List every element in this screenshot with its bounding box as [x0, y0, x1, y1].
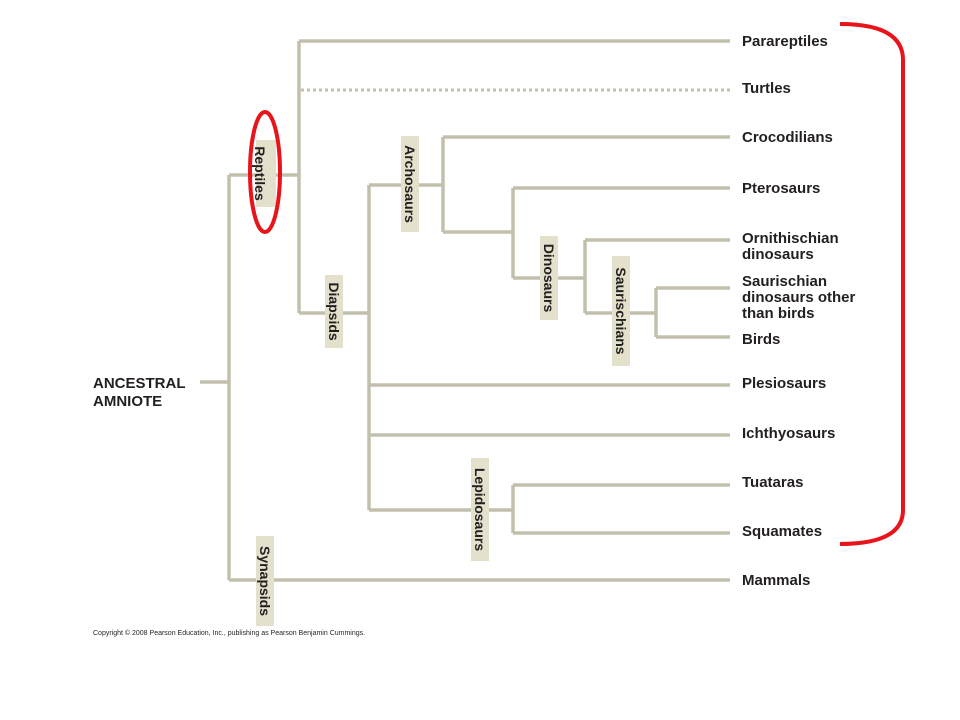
taxon-turtles: Turtles [742, 80, 791, 97]
clade-diapsids-label: Diapsids [326, 282, 342, 341]
taxon-saurischian-line3: than birds [742, 305, 815, 322]
taxon-saurischian: Saurischian dinosaurs other than birds [742, 273, 860, 322]
taxon-plesiosaurs-line1: Plesiosaurs [742, 375, 826, 392]
clade-dinosaurs-label: Dinosaurs [541, 244, 557, 313]
taxon-tuataras: Tuataras [742, 474, 803, 491]
clade-dinosaurs-bg [540, 236, 558, 320]
taxon-parareptiles-line1: Parareptiles [742, 33, 828, 50]
taxon-crocodilians-line1: Crocodilians [742, 129, 833, 146]
taxon-ornithischian: Ornithischian dinosaurs [742, 230, 843, 263]
clade-saurischians: Saurischians [612, 256, 630, 366]
clade-dinosaurs: Dinosaurs [540, 236, 558, 320]
taxon-crocodilians: Crocodilians [742, 129, 833, 146]
clade-saurischians-label: Saurischians [613, 267, 629, 354]
taxon-pterosaurs-line1: Pterosaurs [742, 180, 820, 197]
clade-synapsids: Synapsids [256, 536, 274, 626]
taxon-squamates-line1: Squamates [742, 523, 822, 540]
clade-synapsids-bg [256, 536, 274, 626]
reptiles-highlight-circle [248, 110, 282, 234]
taxon-squamates: Squamates [742, 523, 822, 540]
taxon-ornithischian-line2: dinosaurs [742, 246, 814, 263]
clade-archosaurs: Archosaurs [401, 136, 419, 232]
taxon-turtles-line1: Turtles [742, 80, 791, 97]
clade-synapsids-label: Synapsids [257, 546, 273, 616]
root-label-line2: AMNIOTE [93, 393, 162, 410]
clade-archosaurs-label: Archosaurs [402, 145, 418, 223]
clade-lepidosaurs: Lepidosaurs [471, 458, 489, 561]
clade-diapsids-bg [325, 275, 343, 348]
taxon-ornithischian-line1: Ornithischian [742, 230, 839, 247]
taxon-mammals-line1: Mammals [742, 572, 810, 589]
taxon-saurischian-line1: Saurischian [742, 273, 827, 290]
root-label-line1: ANCESTRAL [93, 375, 186, 392]
taxon-mammals: Mammals [742, 572, 810, 589]
taxon-ichthyosaurs: Ichthyosaurs [742, 425, 835, 442]
clade-reptiles-bg [256, 140, 276, 207]
reptiles-bracket [839, 22, 905, 546]
taxon-plesiosaurs: Plesiosaurs [742, 375, 826, 392]
clade-lepidosaurs-label: Lepidosaurs [472, 468, 488, 551]
clade-lepidosaurs-bg [471, 458, 489, 561]
taxon-birds-line1: Birds [742, 331, 780, 348]
highlight-annotations [248, 22, 905, 546]
clade-labels: Reptiles Diapsids Archosaurs Dinosaurs S… [252, 136, 630, 626]
copyright-notice: Copyright © 2008 Pearson Education, Inc.… [93, 629, 365, 637]
taxon-birds: Birds [742, 331, 780, 348]
taxon-pterosaurs: Pterosaurs [742, 180, 820, 197]
clade-diapsids: Diapsids [325, 275, 343, 348]
root-label: ANCESTRAL AMNIOTE [93, 375, 186, 410]
taxon-parareptiles: Parareptiles [742, 33, 828, 50]
taxon-tuataras-line1: Tuataras [742, 474, 803, 491]
clade-archosaurs-bg [401, 136, 419, 232]
taxon-ichthyosaurs-line1: Ichthyosaurs [742, 425, 835, 442]
clade-saurischians-bg [612, 256, 630, 366]
clade-reptiles-label: Reptiles [252, 146, 268, 201]
taxon-saurischian-line2: dinosaurs other [742, 289, 856, 306]
tip-labels: Parareptiles Turtles Crocodilians Pteros… [742, 33, 860, 589]
tree-branches [200, 39, 730, 582]
clade-reptiles: Reptiles [252, 140, 276, 207]
